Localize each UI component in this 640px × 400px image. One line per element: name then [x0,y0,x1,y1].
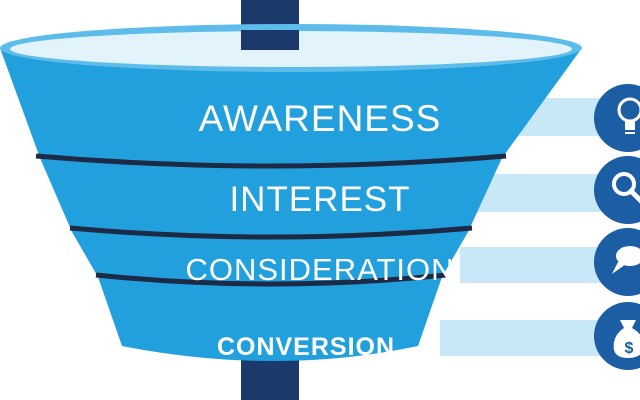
magnifier-icon [594,156,640,224]
money-bag-icon: $ [594,302,640,370]
lightbulb-icon [594,84,640,152]
band-divider-1 [35,153,507,169]
svg-text:$: $ [625,340,634,357]
band-divider-2 [69,225,473,240]
funnel-pipe-inner [241,30,299,50]
funnel-body [0,48,582,361]
funnel-pipe-bottom [241,360,299,400]
band-divider-3 [95,272,447,287]
speech-bubble-icon [594,228,640,296]
